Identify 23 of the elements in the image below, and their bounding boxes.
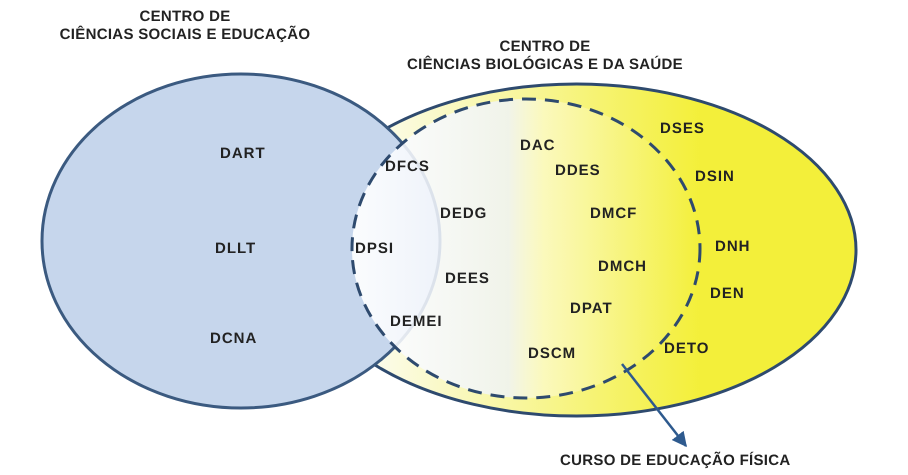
department-code: DLLT [215,240,256,257]
department-code: DPSI [355,240,394,257]
department-code: DMCH [598,258,647,275]
department-code: DEN [710,285,745,302]
heading-text: CENTRO DE CIÊNCIAS BIOLÓGICAS E DA SAÚDE [406,38,684,74]
department-code: DPAT [570,300,613,317]
department-code: DNH [715,238,750,255]
department-code: DEDG [440,205,488,222]
department-code: DFCS [385,158,430,175]
department-code: DSIN [695,168,735,185]
department-code: DMCF [590,205,638,222]
department-code: DSES [660,120,705,137]
department-code: DART [220,145,266,162]
department-code: DEMEI [390,313,443,330]
department-code: DDES [555,162,601,179]
leader-arrow [621,363,687,448]
department-code: DETO [664,340,710,357]
department-code: DEES [445,270,490,287]
caption-text: CURSO DE EDUCAÇÃO FÍSICA [560,452,791,470]
department-code: DAC [520,137,556,154]
department-code: DCNA [210,330,258,347]
heading-text: CENTRO DE CIÊNCIAS SOCIAIS E EDUCAÇÃO [58,8,312,44]
department-code: DSCM [528,345,576,362]
